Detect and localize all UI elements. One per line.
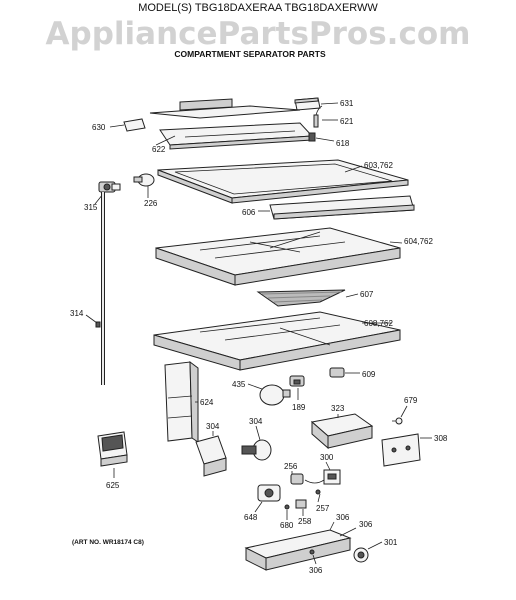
label-603: 603,762 [364,161,393,170]
label-323: 323 [331,404,345,413]
label-301: 301 [384,538,398,547]
label-608: 608,762 [364,319,393,328]
label-300: 300 [320,453,334,462]
part-315-hinge-bracket[interactable] [98,181,121,193]
label-621: 621 [340,117,354,126]
label-624: 624 [200,398,214,407]
part-257-wire[interactable] [304,479,325,495]
part-679-screw[interactable] [392,417,403,425]
part-labels: 631 630 621 622 618 603,762 315 226 606 … [70,99,448,575]
label-315: 315 [84,203,98,212]
part-631-cover[interactable] [294,97,321,111]
label-630: 630 [92,123,106,132]
label-304-left: 304 [206,422,220,431]
part-607-mesh[interactable] [256,289,346,307]
part-308-bracket[interactable] [381,433,421,467]
part-624-duct[interactable] [164,360,199,443]
part-622-top-divider[interactable] [149,98,314,150]
label-631: 631 [340,99,354,108]
part-258-connector[interactable] [295,499,307,509]
label-607: 607 [360,290,374,299]
label-226: 226 [144,199,158,208]
label-679: 679 [404,396,418,405]
label-648: 648 [244,513,258,522]
label-306-bottom: 306 [309,566,323,575]
part-604-upper-separator[interactable] [155,227,401,286]
part-621-sensor[interactable] [313,105,323,128]
part-618-clip[interactable] [308,132,316,142]
part-648-motor[interactable] [257,484,281,502]
label-258: 258 [298,517,312,526]
part-323-control-box[interactable] [310,413,374,450]
part-603-shelf[interactable] [157,159,409,204]
model-numbers: MODEL(S) TBG18DAXERAA TBG18DAXERWW [138,2,378,14]
label-306-top: 306 [336,513,350,522]
label-622: 622 [152,145,166,154]
part-306-base[interactable] [244,529,352,571]
label-680: 680 [280,521,294,530]
part-609-bracket[interactable] [329,367,345,378]
art-number: (ART NO. WR18174 C8) [72,539,144,546]
part-625-bin[interactable] [97,431,128,467]
part-304-timer[interactable] [241,439,272,461]
label-314: 314 [70,309,84,318]
part-300-relay[interactable] [323,469,341,485]
label-304-right: 304 [249,417,263,426]
label-308: 308 [434,434,448,443]
part-606-trim[interactable] [269,195,415,220]
part-301-nut[interactable] [353,547,369,563]
label-435: 435 [232,380,246,389]
section-title: COMPARTMENT SEPARATOR PARTS [174,49,326,59]
label-618: 618 [336,139,350,148]
part-680-screw[interactable] [284,504,290,510]
part-189-socket[interactable] [289,375,305,387]
label-306-right: 306 [359,520,373,529]
part-256-switch[interactable] [290,473,304,485]
part-304-housing[interactable] [195,435,227,477]
part-314-rod[interactable] [95,192,105,385]
part-608-lower-separator[interactable] [153,311,401,371]
part-226-knob[interactable] [133,173,155,187]
label-256: 256 [284,462,298,471]
label-609: 609 [362,370,376,379]
part-630-plate[interactable] [123,118,146,132]
label-189: 189 [292,403,306,412]
label-625: 625 [106,481,120,490]
label-606: 606 [242,208,256,217]
part-435-light-bulb[interactable] [259,384,291,406]
label-604: 604,762 [404,237,433,246]
label-257: 257 [316,504,330,513]
watermark: AppliancePartsPros.com [46,16,471,52]
